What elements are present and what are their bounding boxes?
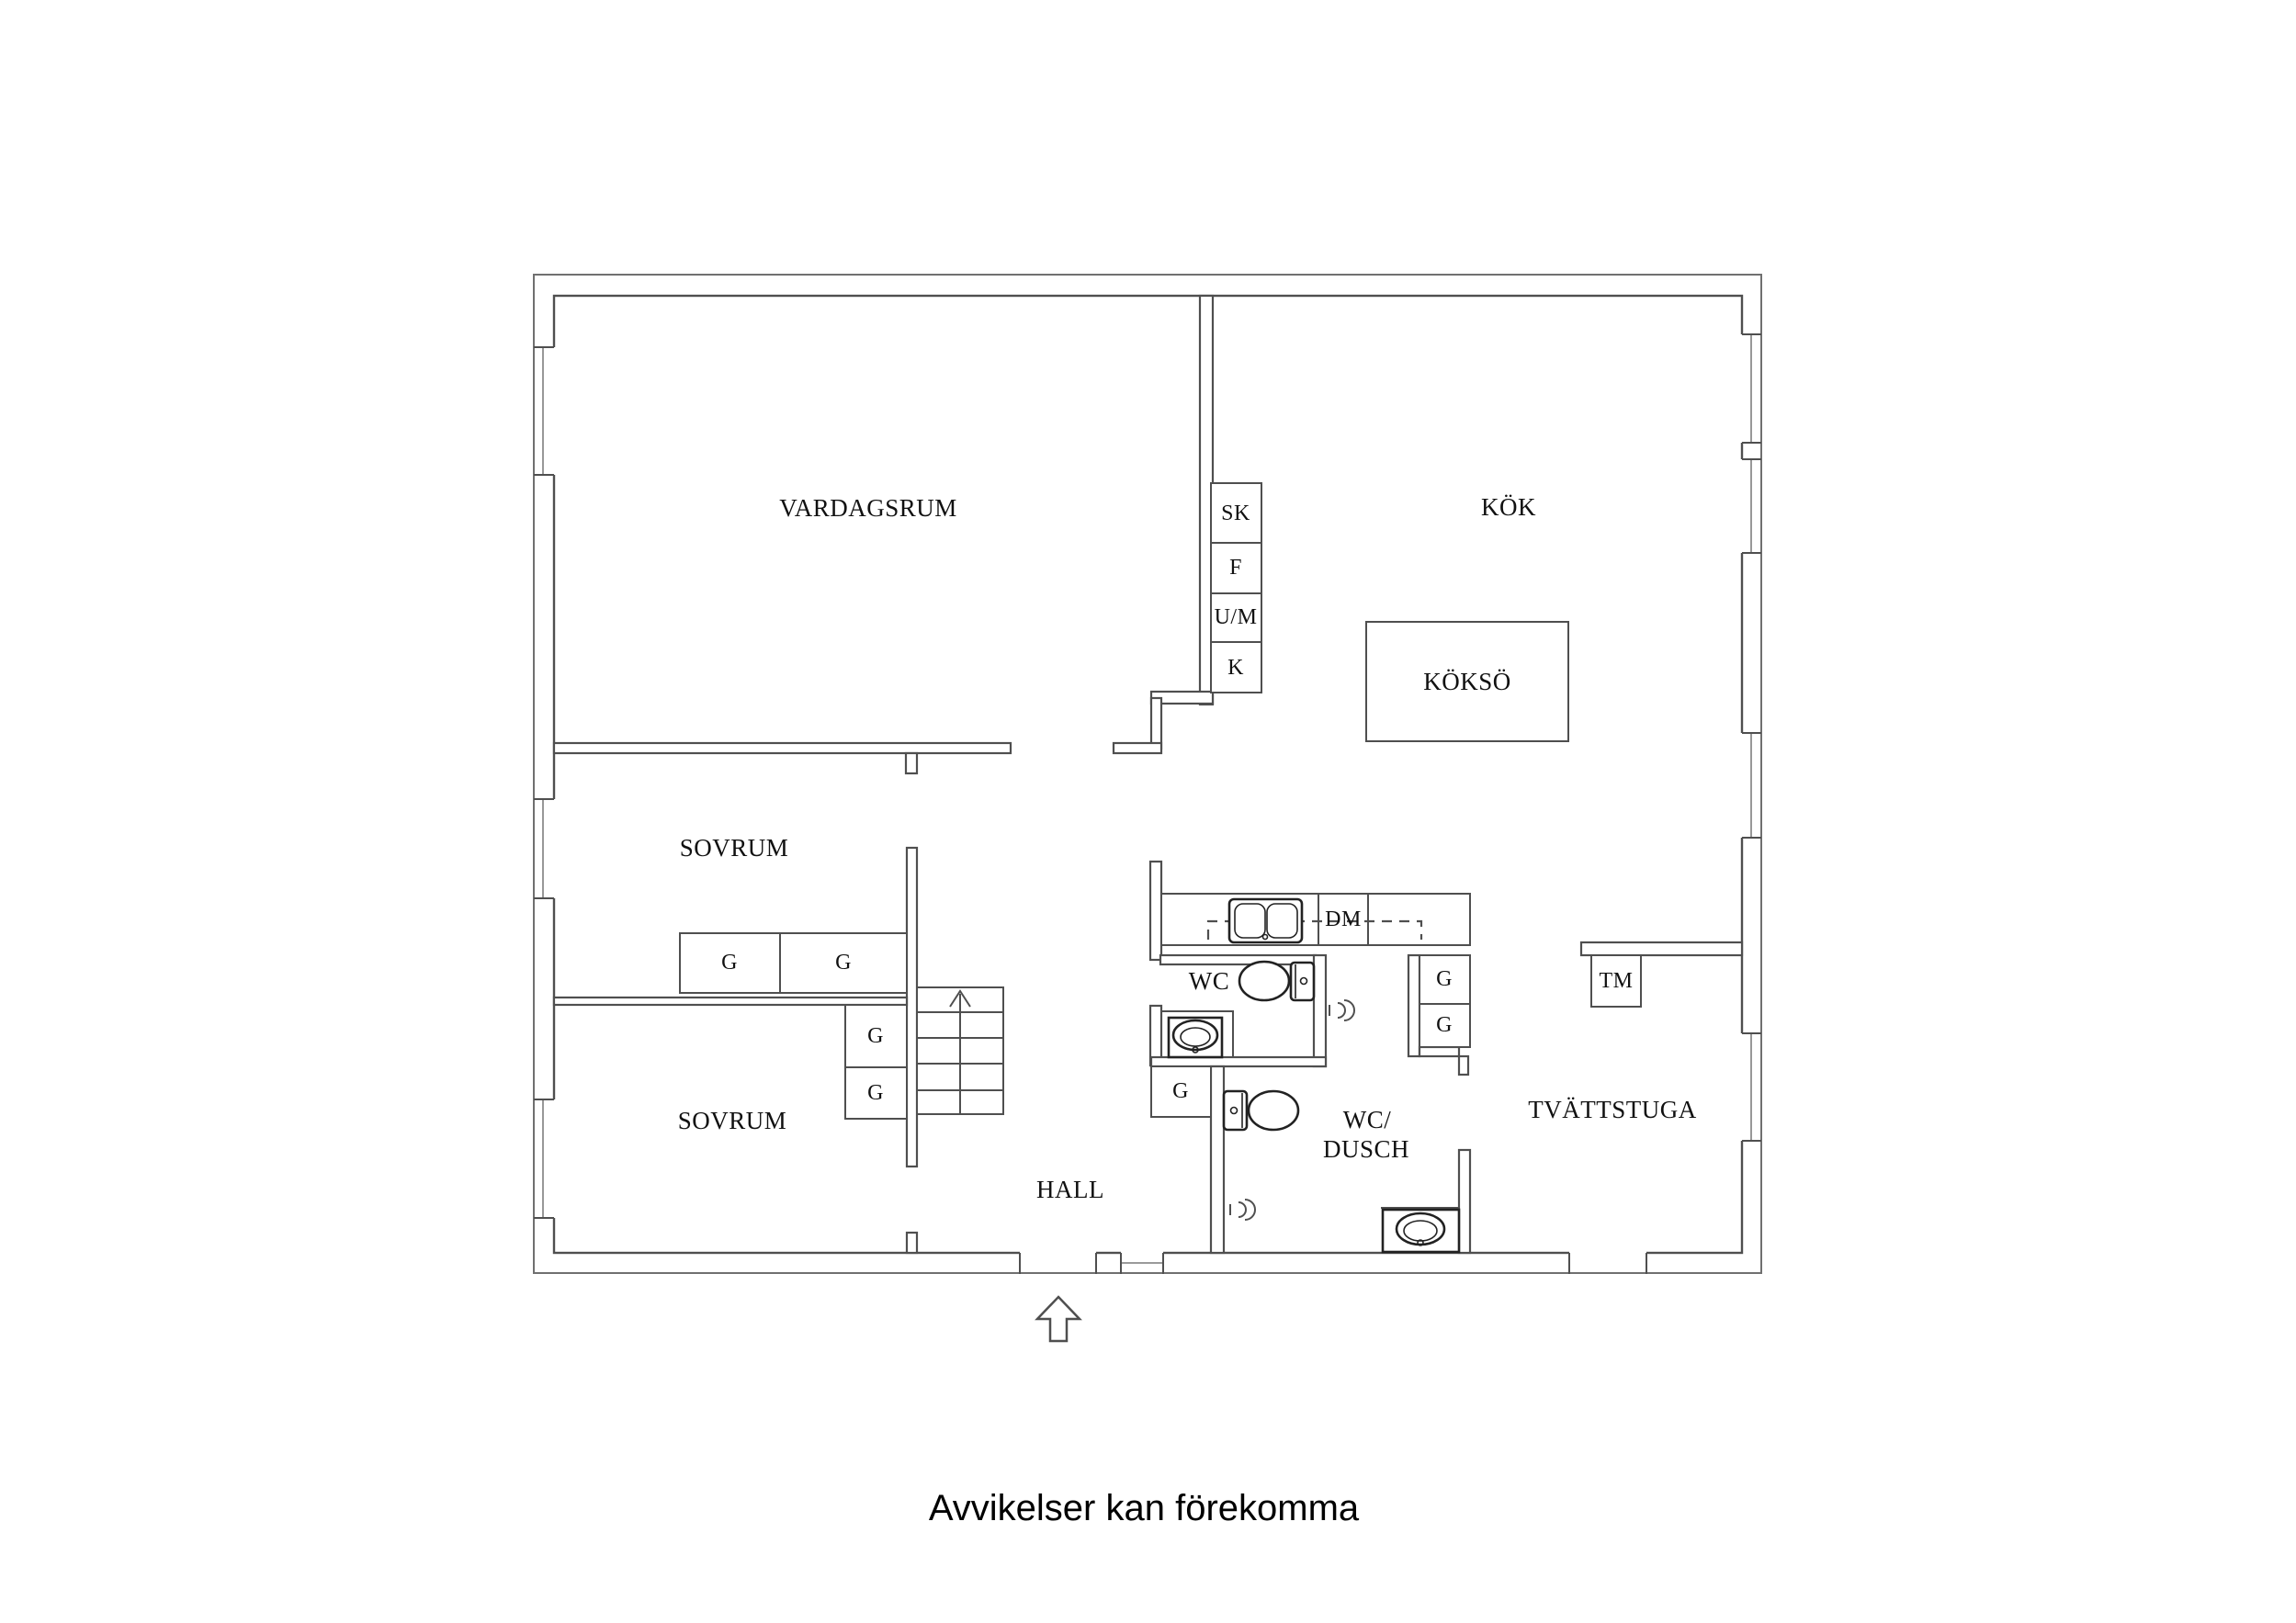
label-hall: HALL — [1036, 1176, 1104, 1203]
label-um: U/M — [1215, 605, 1258, 629]
basin-icon — [1160, 1010, 1234, 1059]
label-dm: DM — [1325, 907, 1362, 931]
kitchen-counter — [1160, 893, 1471, 946]
exterior-windows — [534, 333, 1761, 1274]
label-wc: WC — [1189, 967, 1230, 995]
terrace-opening — [1568, 1253, 1647, 1274]
label-g: G — [867, 1024, 884, 1048]
door-swing-icon — [1329, 999, 1355, 1021]
label-g: G — [1436, 1013, 1453, 1037]
room-labels: VARDAGSRUM KÖK KÖKSÖ SOVRUM SOVRUM HALL … — [678, 493, 1697, 1203]
entrance-arrow-icon — [1035, 1295, 1082, 1343]
label-tvattstuga: TVÄTTSTUGA — [1528, 1096, 1696, 1123]
label-f: F — [1229, 556, 1242, 580]
label-tm: TM — [1600, 969, 1634, 993]
toilet-icon — [1238, 960, 1316, 1002]
stairs-icon — [916, 986, 1004, 1115]
label-g: G — [1172, 1079, 1189, 1103]
label-kok: KÖK — [1481, 493, 1536, 521]
entrance-opening — [1019, 1253, 1097, 1274]
fixture-labels: SK F U/M K DM TM G G G G G G G — [721, 502, 1633, 1105]
toilet-icon — [1222, 1089, 1300, 1132]
label-g: G — [721, 951, 738, 975]
counter-dashed-outline — [1206, 919, 1423, 940]
label-sk: SK — [1221, 502, 1250, 525]
label-g: G — [867, 1081, 884, 1105]
label-wc-dusch-1: WC/ — [1343, 1106, 1392, 1133]
label-kokso: KÖKSÖ — [1423, 668, 1511, 695]
window-icon — [1742, 333, 1761, 1142]
label-g: G — [1436, 967, 1453, 991]
appliance-stack — [1210, 482, 1262, 693]
kitchen-sink-icon — [1227, 897, 1304, 944]
footer-disclaimer: Avvikelser kan förekomma — [929, 1488, 1360, 1528]
window-icon — [534, 346, 554, 1219]
label-wc-dusch-2: DUSCH — [1323, 1135, 1409, 1163]
label-vardagsrum: VARDAGSRUM — [779, 494, 957, 522]
interior-walls — [552, 294, 1744, 1255]
label-sovrum-lower: SOVRUM — [678, 1107, 787, 1134]
washing-machine-box — [1590, 954, 1642, 1008]
wardrobe-boxes — [679, 932, 1471, 1120]
label-g: G — [835, 951, 852, 975]
basin-icon — [1381, 1207, 1461, 1254]
label-sovrum-upper: SOVRUM — [680, 834, 789, 862]
door-swing-icon — [1229, 1199, 1256, 1221]
window-icon — [1120, 1253, 1164, 1274]
label-k: K — [1227, 656, 1244, 680]
kitchen-island — [1365, 621, 1569, 742]
